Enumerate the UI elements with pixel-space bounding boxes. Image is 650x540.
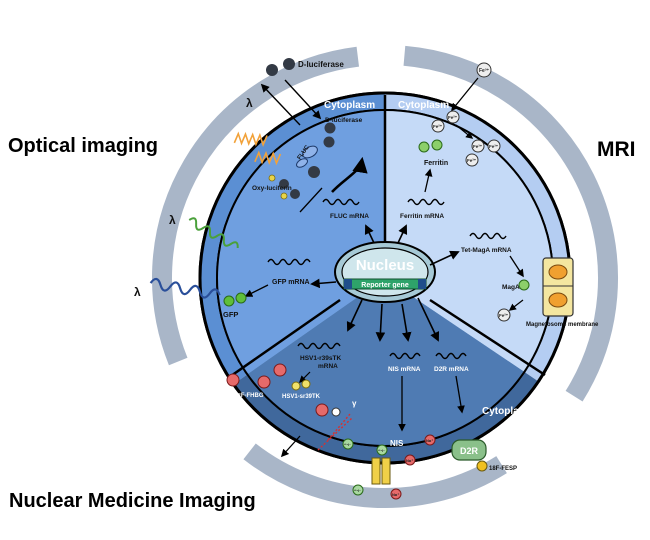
optical-panel: D-luciferase D-luciferase FLUC Oxy-lucif…	[134, 58, 369, 319]
iodide-label: ¹²⁴I⁻	[354, 489, 361, 493]
cytoplasm-bottom-label: Cytoplasm	[482, 406, 533, 417]
nucleus-arrows	[310, 224, 460, 342]
hsv-mrna-label-2: mRNA	[318, 363, 338, 370]
d-luciferase-inner-label: D-luciferase	[325, 117, 363, 124]
ring-segment-bottom	[243, 443, 507, 509]
nis-label: NIS	[390, 439, 404, 448]
d2r-mrna-label: D2R mRNA	[434, 366, 469, 373]
nucleus-label: Nucleus	[356, 257, 414, 274]
nucleus: Nucleus Reporter gene	[334, 241, 436, 303]
d-luciferase-outer-label: D-luciferase	[298, 60, 344, 69]
nuclear-inner	[247, 278, 525, 447]
gamma-label: γ	[352, 399, 357, 408]
lambda-blue: λ	[134, 285, 141, 299]
mri-title: MRI	[597, 138, 636, 161]
d2r-receptor	[451, 439, 487, 461]
gfp-mrna-label: GFP mRNA	[272, 279, 310, 286]
outer-ring	[151, 45, 619, 509]
nuclear-panel: HSV1-r39sTK mRNA HSV1-sr39TK ¹⁸F-FHBG γ …	[226, 342, 517, 500]
fesp-label: 18F-FESP	[489, 466, 517, 472]
lambda-orange: λ	[246, 96, 253, 110]
sodium-label: Na⁺	[426, 438, 433, 443]
ferritin-label: Ferritin	[424, 160, 448, 167]
d2r-label: D2R	[460, 446, 479, 456]
hsv-tk-label: HSV1-sr39TK	[282, 394, 321, 400]
nis-mrna-label: NIS mRNA	[388, 366, 421, 373]
divider-right	[429, 298, 546, 377]
hsv-mrna-label: HSV1-r39sTK	[300, 355, 341, 362]
nuclear-imaging-title: Nuclear Medicine Imaging	[9, 490, 256, 512]
nis-transporter	[371, 457, 381, 485]
fhbg-label: ¹⁸F-FHBG	[236, 392, 264, 399]
sodium-label: Na⁺	[406, 458, 413, 463]
mri-panel: Fe³⁺ Fe²⁺ Fe²⁺ Fe³⁺ Fe³⁺ Fe³⁺ Ferritin F…	[400, 62, 599, 328]
lambda-green: λ	[169, 213, 176, 227]
tet-maga-mrna-label: Tet-MagA mRNA	[461, 247, 512, 254]
fe2-label: Fe²⁺	[499, 313, 509, 318]
fluc-mrna-label: FLUC mRNA	[330, 213, 369, 220]
fe3-label: Fe³⁺	[473, 144, 483, 149]
optical-inner	[216, 110, 385, 375]
d-luciferase-molecule	[283, 58, 295, 70]
fe2-label: Fe²⁺	[448, 115, 458, 120]
oxy-luciferin-label: Oxy-luciferin	[252, 185, 292, 192]
cytoplasm-left-label: Cytoplasm	[324, 100, 375, 111]
maga-label: MagA	[502, 284, 520, 291]
iodide-label: ¹²⁴I⁻	[344, 443, 351, 447]
iodide-label: ¹²⁴I⁻	[378, 449, 385, 453]
fe3-label: Fe³⁺	[467, 158, 477, 163]
optical-imaging-title: Optical imaging	[8, 135, 158, 157]
divider-left	[227, 298, 341, 380]
fe3-label: Fe³⁺	[479, 68, 490, 74]
cytoplasm-right-label: Cytoplasm	[398, 100, 449, 111]
reporter-gene-label: Reporter gene	[361, 282, 409, 289]
fe3-ion	[476, 62, 492, 78]
gfp-label: GFP	[223, 310, 238, 319]
d-luciferase-molecule	[266, 64, 278, 76]
magnetosome-label: Magnetosome membrane	[526, 322, 599, 328]
fe2-label: Fe²⁺	[433, 124, 443, 129]
fe3-label: Fe³⁺	[489, 144, 499, 149]
ring-segment-right	[403, 45, 619, 402]
sodium-label: Na⁺	[392, 492, 399, 497]
ferritin-mrna-label: Ferritin mRNA	[400, 213, 444, 220]
ring-segment-left	[151, 46, 360, 366]
